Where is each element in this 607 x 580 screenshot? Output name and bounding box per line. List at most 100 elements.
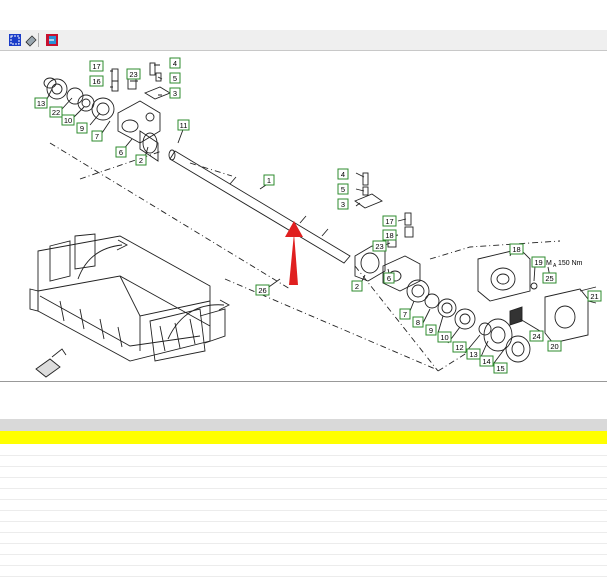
callout-10b[interactable]: 10 (437, 331, 452, 343)
toolbar-separator (38, 33, 39, 47)
callout-8[interactable]: 8 (412, 316, 424, 328)
callout-22[interactable]: 22 (49, 106, 63, 118)
callout-25[interactable]: 25 (542, 272, 557, 284)
callout-14[interactable]: 14 (479, 355, 494, 367)
eraser-icon[interactable] (24, 33, 38, 47)
callout-6a[interactable]: 6 (115, 146, 127, 158)
callout-9a[interactable]: 9 (76, 122, 88, 134)
callout-10a[interactable]: 10 (61, 114, 75, 126)
svg-text:4: 4 (341, 170, 345, 179)
svg-text:17: 17 (92, 62, 100, 71)
table-header-strip (0, 419, 607, 431)
callout-23b[interactable]: 23 (372, 240, 387, 252)
svg-text:19: 19 (534, 258, 542, 267)
table-row[interactable] (0, 521, 607, 533)
svg-text:23: 23 (375, 242, 383, 251)
table-row[interactable] (0, 488, 607, 500)
svg-text:1: 1 (267, 176, 271, 185)
callout-5b[interactable]: 5 (337, 183, 349, 195)
svg-text:13: 13 (37, 99, 45, 108)
svg-text:8: 8 (416, 318, 420, 327)
table-row[interactable] (0, 444, 607, 456)
svg-text:3: 3 (341, 200, 345, 209)
callout-15[interactable]: 15 (493, 362, 508, 374)
highlight-arrow-head (285, 221, 303, 237)
svg-text:21: 21 (590, 292, 598, 301)
svg-text:26: 26 (258, 286, 266, 295)
table-row[interactable] (0, 466, 607, 478)
parts-diagram: 13 22 10 9 7 17 16 23 4 5 3 6 2 11 1 4 5… (29, 57, 602, 378)
callout-18a[interactable]: 18 (382, 229, 397, 241)
table-row[interactable] (0, 455, 607, 467)
parts-table-body (0, 444, 607, 580)
svg-text:18: 18 (385, 231, 393, 240)
svg-text:13: 13 (469, 350, 477, 359)
svg-text:24: 24 (532, 332, 540, 341)
callout-6b[interactable]: 6 (383, 272, 395, 284)
svg-text:4: 4 (173, 59, 177, 68)
callout-2a[interactable]: 2 (135, 154, 147, 166)
callout-13a[interactable]: 13 (34, 97, 48, 109)
callout-9b[interactable]: 9 (425, 324, 437, 336)
callout-18b[interactable]: 18 (509, 243, 524, 255)
table-row[interactable] (0, 554, 607, 566)
svg-text:23: 23 (129, 70, 137, 79)
callout-4b[interactable]: 4 (337, 168, 349, 180)
svg-text:15: 15 (496, 364, 504, 373)
table-row[interactable] (0, 499, 607, 511)
highlighted-table-row[interactable] (0, 431, 607, 444)
svg-text:20: 20 (550, 342, 558, 351)
callout-5a[interactable]: 5 (169, 72, 181, 84)
callout-7a[interactable]: 7 (91, 130, 103, 142)
svg-text:12: 12 (455, 343, 463, 352)
table-row[interactable] (0, 532, 607, 544)
torque-note: M A 150 Nm (546, 260, 583, 269)
callout-11[interactable]: 11 (177, 119, 190, 131)
callout-3b[interactable]: 3 (337, 198, 349, 210)
svg-text:25: 25 (545, 274, 553, 283)
callout-4a[interactable]: 4 (169, 57, 181, 69)
svg-text:6: 6 (387, 274, 391, 283)
callout-26[interactable]: 26 (255, 284, 270, 296)
callout-17a[interactable]: 17 (89, 60, 104, 72)
svg-text:150 Nm: 150 Nm (558, 260, 583, 267)
svg-text:2: 2 (355, 282, 359, 291)
callout-7b[interactable]: 7 (399, 308, 411, 320)
callout-19[interactable]: 19 (531, 256, 546, 268)
svg-text:9: 9 (80, 124, 84, 133)
svg-text:7: 7 (403, 310, 407, 319)
select-all-icon[interactable] (8, 33, 22, 47)
callout-17b[interactable]: 17 (382, 215, 397, 227)
svg-text:2: 2 (139, 156, 143, 165)
callout-16[interactable]: 16 (89, 75, 104, 87)
svg-text:18: 18 (512, 245, 520, 254)
export-icon[interactable] (45, 33, 59, 47)
callout-24[interactable]: 24 (529, 330, 544, 342)
svg-text:5: 5 (173, 74, 177, 83)
table-row[interactable] (0, 543, 607, 555)
callout-12[interactable]: 12 (452, 341, 467, 353)
callout-20[interactable]: 20 (547, 340, 562, 352)
svg-text:22: 22 (52, 108, 60, 117)
table-row[interactable] (0, 477, 607, 489)
toolbar (0, 30, 607, 51)
highlight-arrow (289, 233, 298, 285)
svg-text:3: 3 (173, 89, 177, 98)
callout-1[interactable]: 1 (263, 174, 275, 186)
svg-text:9: 9 (429, 326, 433, 335)
callout-13b[interactable]: 13 (466, 348, 481, 360)
callout-2b[interactable]: 2 (351, 280, 363, 292)
svg-text:16: 16 (92, 77, 100, 86)
svg-text:11: 11 (180, 121, 188, 130)
callout-labels: 13 22 10 9 7 17 16 23 4 5 3 6 2 11 1 4 5… (34, 57, 602, 374)
table-row[interactable] (0, 510, 607, 522)
callout-21[interactable]: 21 (587, 290, 602, 302)
exploded-parts-drawing[interactable]: 13 22 10 9 7 17 16 23 4 5 3 6 2 11 1 4 5… (0, 51, 607, 382)
callout-23a[interactable]: 23 (126, 68, 141, 80)
table-row[interactable] (0, 565, 607, 577)
svg-text:10: 10 (64, 116, 72, 125)
svg-text:5: 5 (341, 185, 345, 194)
window-top-band (0, 0, 607, 31)
svg-text:M: M (546, 260, 552, 267)
callout-3a[interactable]: 3 (169, 87, 181, 99)
